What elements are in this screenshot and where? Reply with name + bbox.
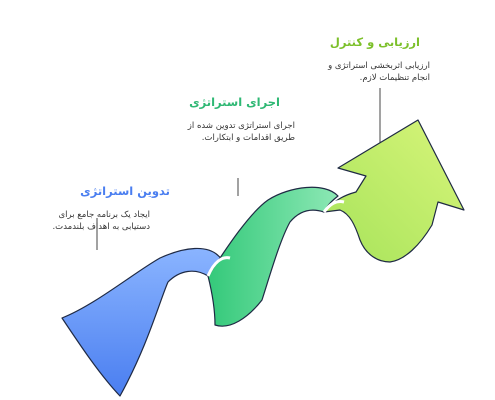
step-3-description: ارزیابی اثربخشی استراتژی و انجام تنظیمات… [328,61,430,83]
step-2-description: اجرای استراتژی تدوین شده از طریق اقدامات… [187,121,295,143]
ribbon-segment-green [207,186,339,327]
step-2-title: اجرای استراتژی [189,95,280,109]
ribbon-arrow-head [323,119,465,263]
step-1-description: ایجاد یک برنامه جامع برای دستیابی به اهد… [52,210,150,232]
step-3-title: ارزیابی و کنترل [329,35,420,49]
ribbon-segment-blue [61,247,223,397]
step-1-title: تدوین استراتژی [80,184,170,198]
